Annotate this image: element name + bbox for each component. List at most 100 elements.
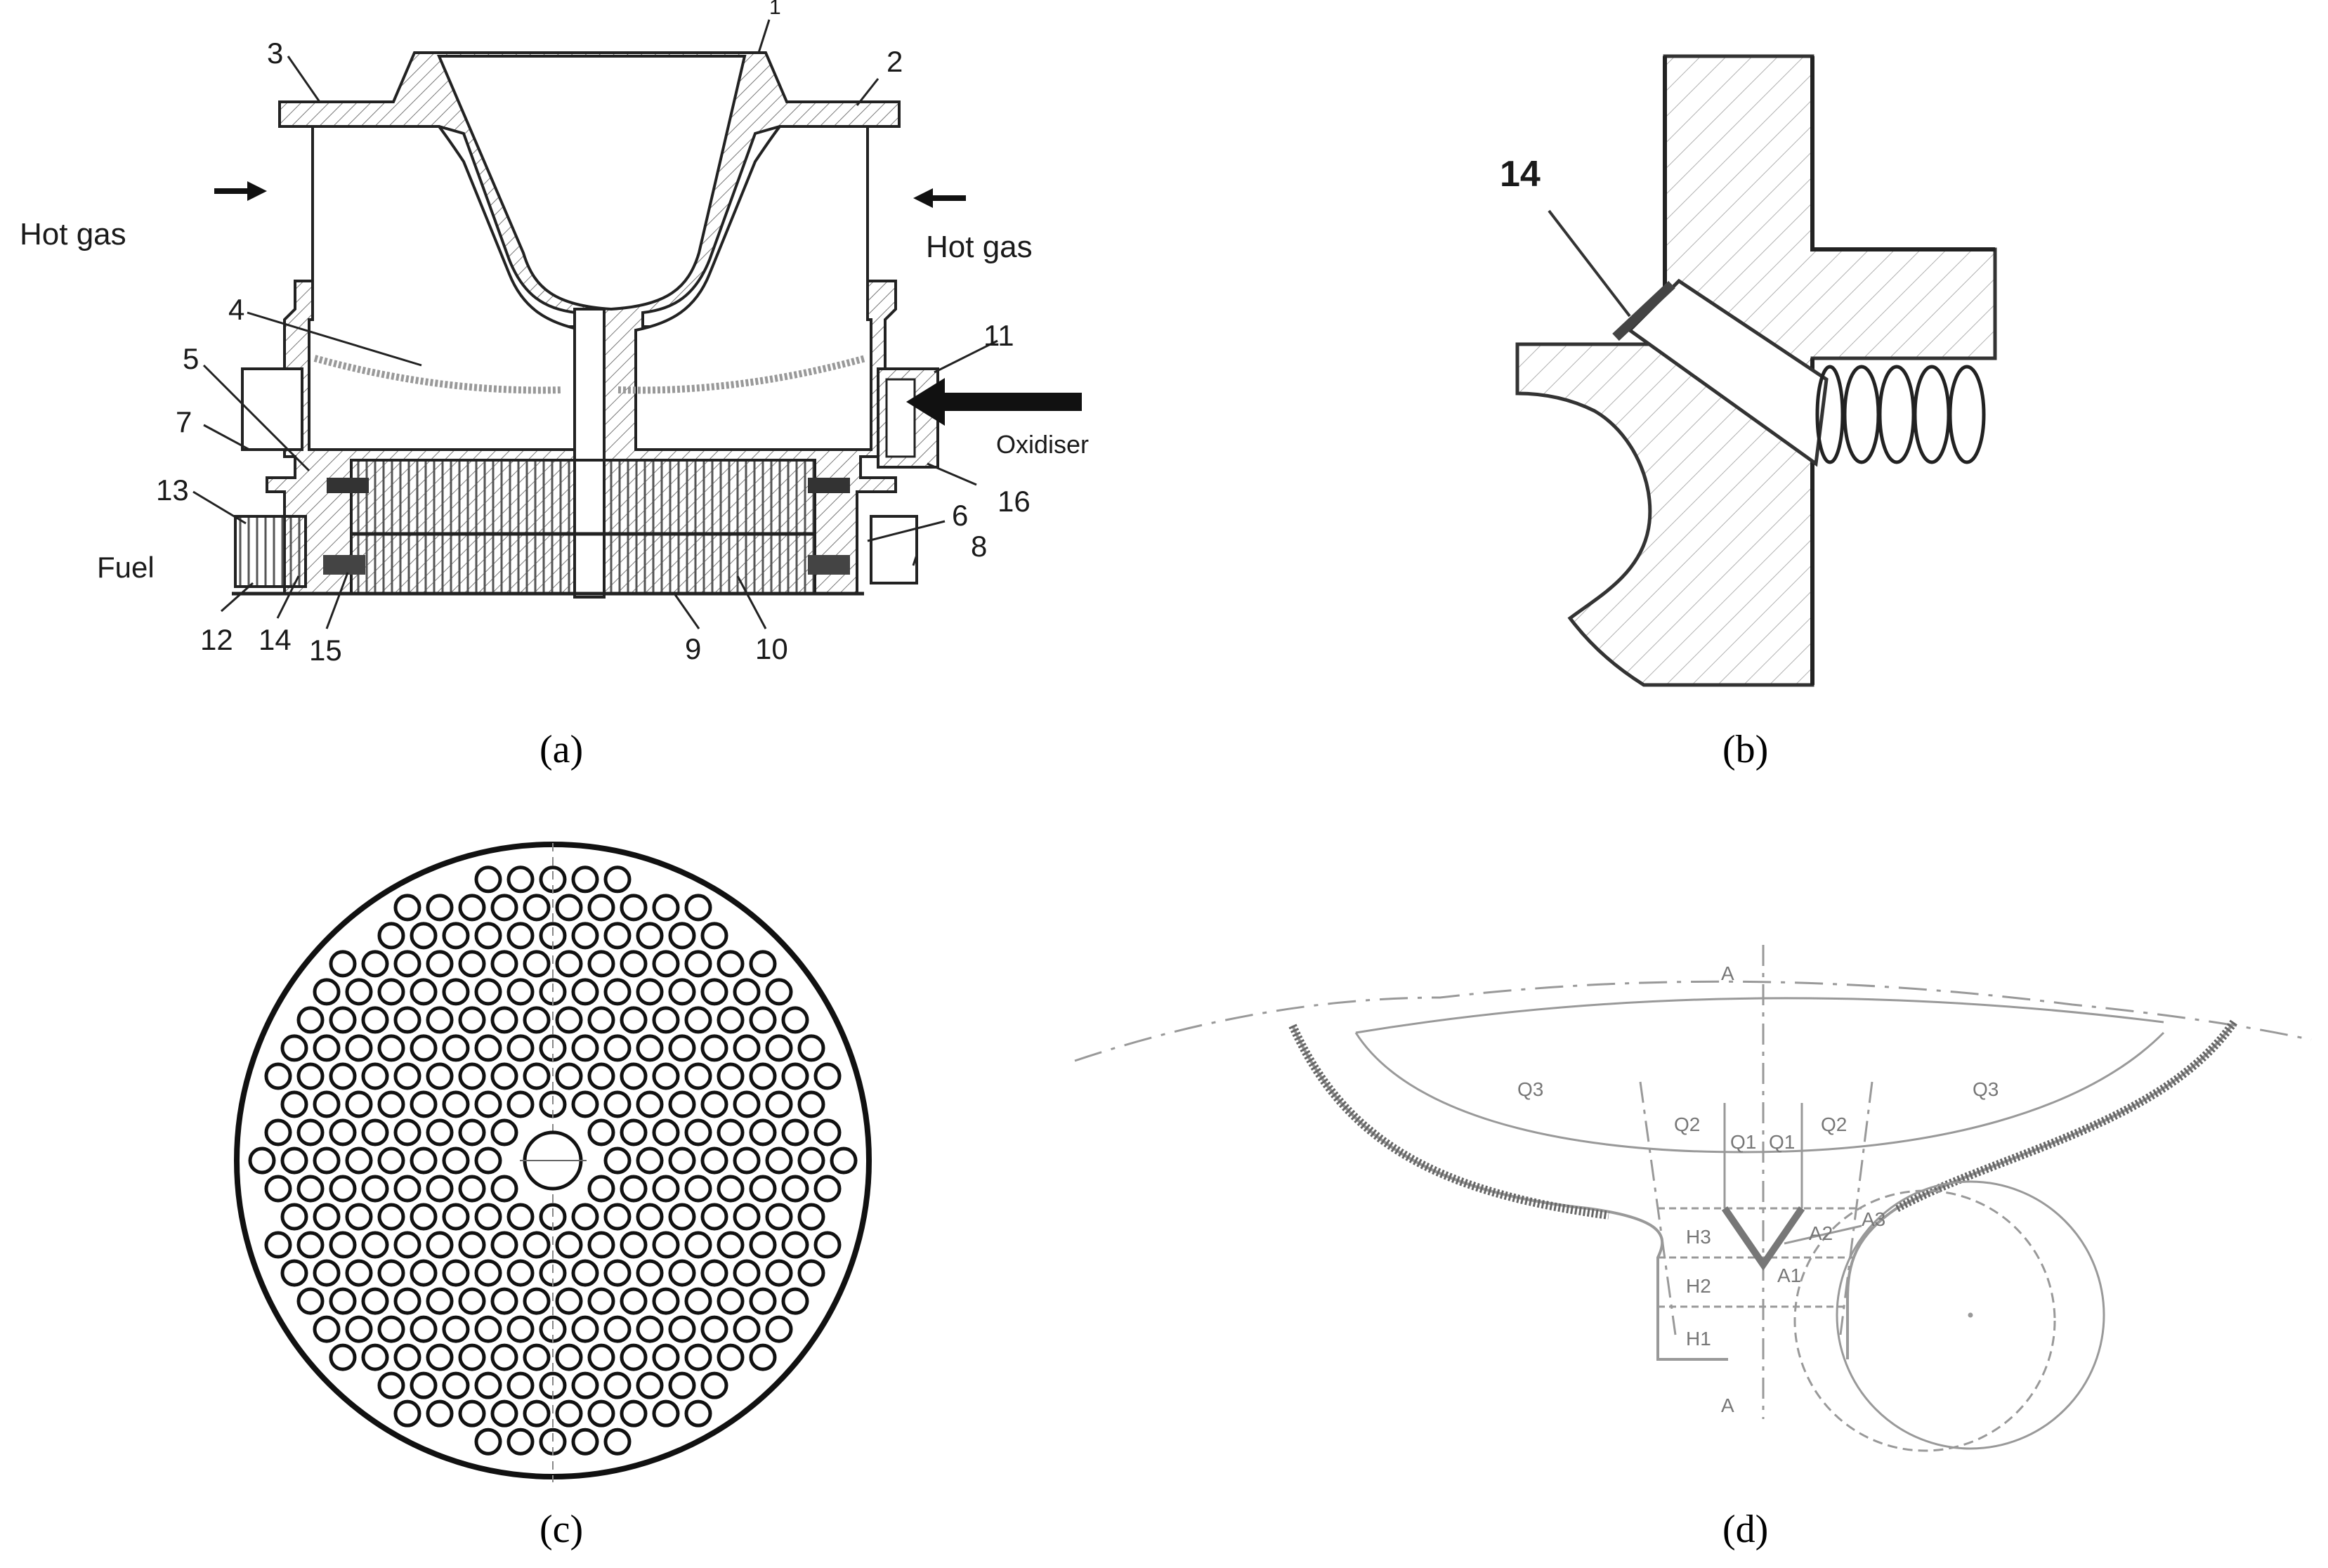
disk-hole: [458, 1118, 486, 1146]
disk-hole: [555, 1006, 583, 1034]
label-num-9: 9: [685, 632, 701, 665]
disk-hole: [474, 1090, 502, 1118]
disk-hole: [813, 1231, 842, 1259]
disk-hole: [361, 950, 389, 978]
disk-hole: [458, 1343, 486, 1371]
disk-hole: [765, 1090, 793, 1118]
disk-hole: [620, 1231, 648, 1259]
disk-hole: [830, 1146, 858, 1175]
disk-hole: [264, 1118, 292, 1146]
disk-hole: [733, 1146, 761, 1175]
disk-hole: [813, 1175, 842, 1203]
disk-hole: [523, 1062, 551, 1090]
disk-hole: [781, 1231, 809, 1259]
disk-hole: [490, 1118, 518, 1146]
disk-hole: [377, 978, 405, 1006]
disk-hole: [410, 1146, 438, 1175]
disk-hole: [587, 1118, 615, 1146]
disk-hole: [765, 1203, 793, 1231]
disk-hole: [442, 1259, 470, 1287]
disk-hole: [797, 1259, 825, 1287]
disk-hole: [490, 1062, 518, 1090]
disk-hole: [668, 1146, 696, 1175]
disk-hole: [345, 1034, 373, 1062]
label-num-2: 2: [887, 45, 903, 78]
label-h1: H1: [1686, 1328, 1711, 1350]
disk-hole: [410, 978, 438, 1006]
disk-hole: [668, 1034, 696, 1062]
label-num-7: 7: [176, 405, 192, 438]
label-h3: H3: [1686, 1226, 1711, 1248]
disk-hole: [506, 1090, 535, 1118]
disk-hole: [636, 1090, 664, 1118]
disk-hole: [684, 1118, 712, 1146]
mesh-right: [617, 355, 867, 394]
label-q3-left: Q3: [1517, 1078, 1543, 1100]
disk-hole: [684, 1287, 712, 1315]
disk-hole: [781, 1006, 809, 1034]
disk-hole: [652, 1062, 680, 1090]
disk-hole: [765, 1259, 793, 1287]
disk-hole: [313, 1146, 341, 1175]
disk-hole: [717, 1175, 745, 1203]
disk-hole: [668, 1371, 696, 1399]
disk-hole: [717, 1287, 745, 1315]
disk-hole: [474, 922, 502, 950]
disk-hole: [361, 1287, 389, 1315]
disk-hole: [506, 1315, 535, 1343]
disk-hole: [781, 1062, 809, 1090]
disk-hole: [442, 1371, 470, 1399]
disk-hole: [781, 1287, 809, 1315]
disk-hole: [749, 950, 777, 978]
disk-hole: [717, 1231, 745, 1259]
disk-hole: [668, 1259, 696, 1287]
disk-hole: [377, 1259, 405, 1287]
coil-right: [808, 478, 850, 493]
disk-hole: [506, 1259, 535, 1287]
disk-hole: [410, 1259, 438, 1287]
disk-hole: [345, 1203, 373, 1231]
inner-bowl: [1354, 1031, 2165, 1154]
disk-hole: [490, 1006, 518, 1034]
disk-hole: [781, 1175, 809, 1203]
disk-hole: [668, 1315, 696, 1343]
disk-hole: [571, 1203, 599, 1231]
disk-hole: [603, 1259, 632, 1287]
disk-hole: [523, 950, 551, 978]
disk-hole: [603, 865, 632, 894]
disk-hole: [377, 1371, 405, 1399]
disk-hole: [652, 894, 680, 922]
tangent-circle-dashed: [1793, 1189, 2056, 1452]
disk-hole: [361, 1118, 389, 1146]
disk-hole: [603, 1427, 632, 1456]
disk-hole: [652, 950, 680, 978]
disk-hole: [329, 1006, 357, 1034]
label-hot-gas-left: Hot gas: [20, 217, 126, 251]
disk-hole: [474, 1034, 502, 1062]
disk-hole: [393, 1287, 421, 1315]
disk-hole: [603, 1034, 632, 1062]
disk-hole: [280, 1259, 308, 1287]
disk-hole: [523, 894, 551, 922]
disk-hole: [603, 1371, 632, 1399]
disk-hole: [393, 1399, 421, 1427]
disk-hole: [474, 978, 502, 1006]
disk-hole: [797, 1203, 825, 1231]
disk-hole: [587, 1231, 615, 1259]
label-14: 14: [1500, 154, 1541, 195]
disk-hole: [264, 1062, 292, 1090]
disk-hole: [442, 1203, 470, 1231]
disk-hole: [490, 950, 518, 978]
disk-hole: [587, 950, 615, 978]
disk-hole: [361, 1062, 389, 1090]
label-a-top: A: [1721, 962, 1734, 984]
disk-hole: [636, 978, 664, 1006]
disk-hole: [393, 1006, 421, 1034]
disk-hole: [264, 1175, 292, 1203]
disk-hole: [571, 1427, 599, 1456]
manifold-8: [870, 515, 918, 584]
disk-hole: [700, 1146, 728, 1175]
disk-hole: [652, 1287, 680, 1315]
disk-hole: [765, 978, 793, 1006]
disk-hole: [733, 1259, 761, 1287]
